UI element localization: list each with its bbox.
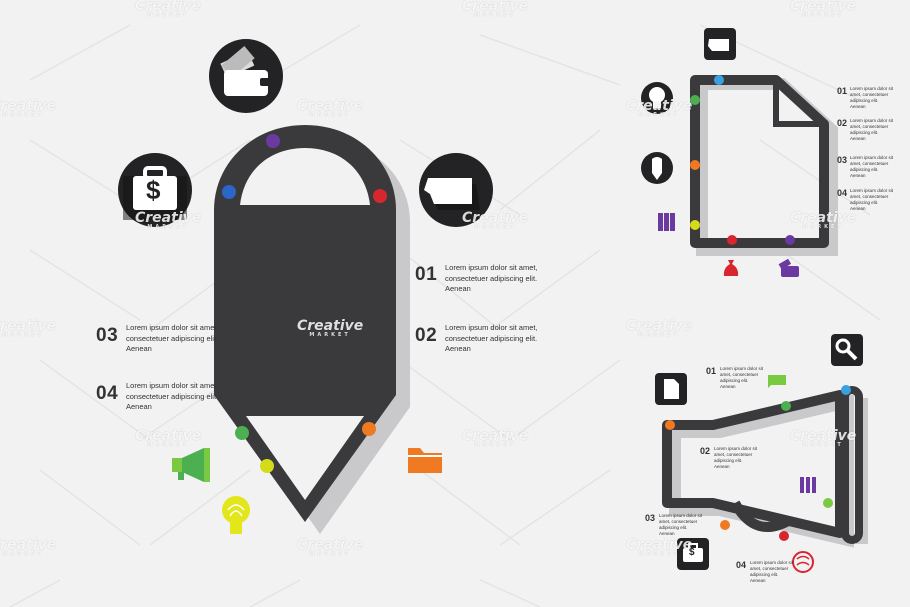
step-02-text: Lorem ipsum dolor sit amet, consectetuer… [445, 323, 538, 353]
step-02-number: 02 [415, 325, 438, 346]
megaphone-rim [841, 386, 863, 544]
document-dot-yellow [690, 220, 700, 230]
doc-step-03-number: 03 [837, 155, 848, 165]
briefcase-currency-symbol: $ [146, 175, 161, 205]
mega-step-03-number: 03 [645, 513, 656, 523]
doc-step-01-text: Lorem ipsum dolor sit amet, consectetuer… [850, 86, 894, 109]
megaphone-dot-green [781, 401, 791, 411]
doc-step-03-text: Lorem ipsum dolor sit amet, consectetuer… [850, 155, 894, 178]
megaphone-dot-blue [841, 385, 851, 395]
megaphone-body [662, 390, 845, 538]
mega-step-04-text: Lorem ipsum dolor sit amet, consectetuer… [750, 560, 794, 583]
pencil-dot-green [235, 426, 249, 440]
megaphone-dot-orange1 [665, 420, 675, 430]
briefcase-dollar-icon [677, 538, 709, 570]
document-dot-orange [690, 160, 700, 170]
mega-step-03-text: Lorem ipsum dolor sit amet, consectetuer… [659, 513, 703, 536]
brain-icon [792, 551, 814, 573]
step-03-number: 03 [96, 325, 119, 346]
megaphone-dot-lime [823, 498, 833, 508]
pencil-dot-purple [266, 134, 280, 148]
document-fold [773, 80, 824, 127]
megaphone-infographic [662, 385, 868, 548]
binders-icon [658, 213, 675, 231]
speech-bubble-icon [704, 28, 736, 60]
step-03-text: Lorem ipsum dolor sit amet, consectetuer… [126, 323, 219, 353]
document-dot-purple [785, 235, 795, 245]
megaphone-dot-red [779, 531, 789, 541]
lightbulb-brain-icon [222, 496, 250, 534]
megaphone-handle [730, 500, 793, 532]
step-04-text: Lorem ipsum dolor sit amet, consectetuer… [126, 381, 219, 411]
document-outline [690, 75, 829, 248]
doc-step-04-number: 04 [837, 188, 848, 198]
document-dot-blue [714, 75, 724, 85]
document-infographic [690, 75, 838, 256]
pencil-tip-hole [246, 416, 364, 500]
mega-step-02-number: 02 [700, 446, 711, 456]
wallet-money-icon [778, 258, 799, 277]
document-dot-green [690, 95, 700, 105]
small-briefcase-currency-symbol: $ [689, 547, 695, 558]
pencil-dot-orange [362, 422, 376, 436]
pencil-dot-red [373, 189, 387, 203]
mega-step-04-number: 04 [736, 560, 747, 570]
folder-icon [408, 448, 442, 473]
briefcase-dollar-icon [118, 153, 192, 227]
megaphone-icon [172, 448, 210, 482]
speech-bubble-icon [768, 375, 786, 388]
lightbulb-brain-icon [641, 82, 673, 114]
doc-step-02-number: 02 [837, 118, 848, 128]
watermark-lines [9, 24, 881, 607]
doc-step-01-number: 01 [837, 86, 848, 96]
pencil-dot-yellow [260, 459, 274, 473]
pencil-infographic [214, 125, 410, 534]
megaphone-dot-orange2 [720, 520, 730, 530]
wallet-money-icon [209, 39, 283, 113]
binders-icon [800, 477, 816, 493]
doc-step-04-text: Lorem ipsum dolor sit amet, consectetuer… [850, 188, 894, 211]
step-04-number: 04 [96, 383, 119, 404]
speech-bubble-icon [419, 153, 493, 227]
mega-step-01-text: Lorem ipsum dolor sit amet, consectetuer… [720, 366, 764, 389]
step-01-number: 01 [415, 264, 438, 285]
mega-step-02-text: Lorem ipsum dolor sit amet, consectetuer… [714, 446, 758, 469]
step-01-text: Lorem ipsum dolor sit amet, consectetuer… [445, 263, 538, 293]
doc-step-02-text: Lorem ipsum dolor sit amet, consectetuer… [850, 118, 894, 141]
magnifier-icon [831, 334, 863, 366]
mega-step-01-number: 01 [706, 366, 717, 376]
document-icon [655, 373, 687, 405]
document-dot-red [727, 235, 737, 245]
pencil-eraser-hole [240, 148, 370, 205]
pencil-dot-blue [222, 185, 236, 199]
money-bag-icon [723, 260, 739, 276]
pencil-icon [641, 152, 673, 184]
